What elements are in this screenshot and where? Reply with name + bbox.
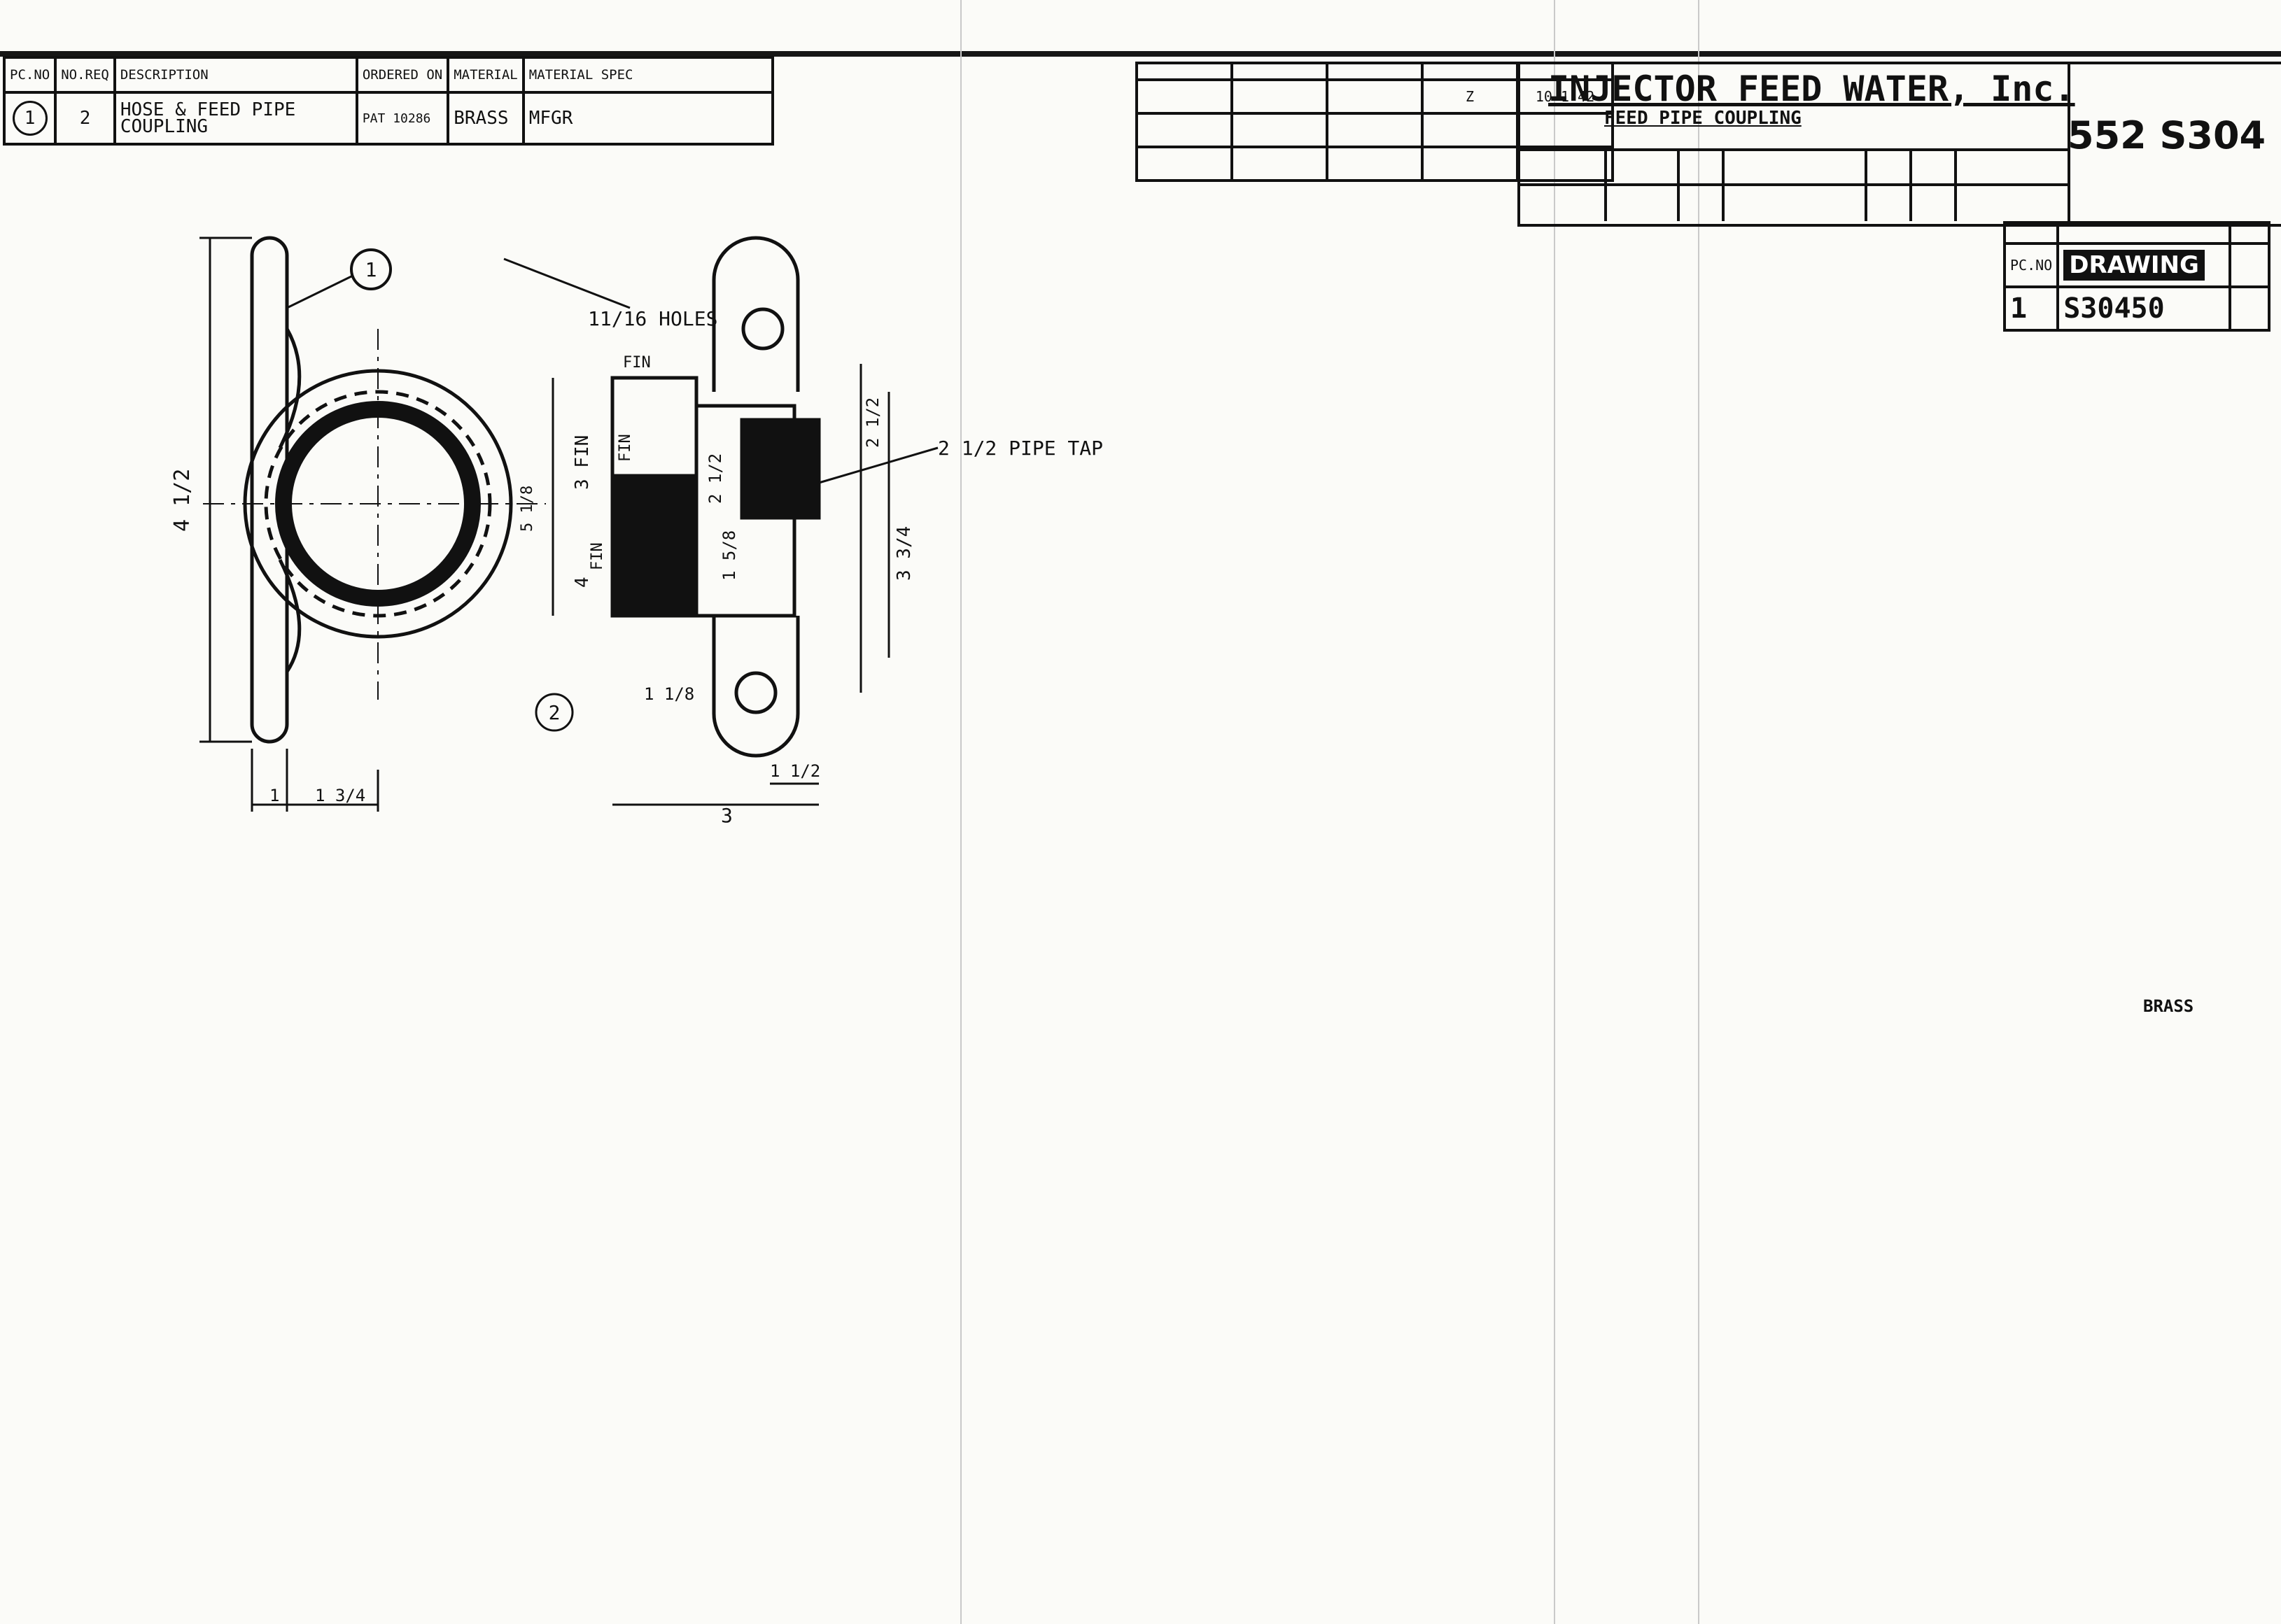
leader-line <box>286 275 352 309</box>
lower-lug <box>712 616 800 758</box>
hatched-section <box>610 474 699 618</box>
balloon-2 <box>535 693 574 732</box>
dimension-1-3-4: 1 3/4 <box>315 786 365 805</box>
balloon-1-label: 1 <box>365 258 377 281</box>
reference-drawing-label: DRAWING <box>2063 250 2205 281</box>
header-pc-no: PC.NO <box>2 56 57 94</box>
fold-line <box>1698 0 1699 1624</box>
upper-lug <box>712 236 800 392</box>
material-note: BRASS <box>2143 996 2194 1016</box>
fin-note-side-b: FIN <box>617 434 634 462</box>
fin-note-side-a: FIN <box>589 542 606 570</box>
pipe-tap-section <box>740 418 821 520</box>
web-line <box>278 558 302 673</box>
table-row: PC.NO DRAWING <box>2002 242 2271 288</box>
balloon-2-label: 2 <box>549 701 561 724</box>
revision-header <box>1135 62 1614 81</box>
leader-line <box>503 257 631 309</box>
reference-drawing-number: S30450 <box>2056 285 2232 332</box>
reference-header <box>2002 221 2271 245</box>
company-name: INJECTOR FEED WATER, Inc. <box>1548 69 2075 109</box>
drawing-number: 552 S304 <box>2068 113 2266 157</box>
fold-line <box>960 0 962 1624</box>
dimension-1-1-2: 1 1/2 <box>770 761 820 781</box>
revision-table: Z 10-1-42 <box>1135 62 1614 182</box>
ordered-on: PAT 10286 <box>355 91 450 146</box>
part-description: HOSE & FEED PIPE COUPLING <box>113 91 358 146</box>
header-material-spec: MATERIAL SPEC <box>521 56 774 94</box>
header-description: DESCRIPTION <box>113 56 358 94</box>
title-block: INJECTOR FEED WATER, Inc. FEED PIPE COUP… <box>1517 62 2075 227</box>
quantity: 2 <box>54 91 116 146</box>
table-row: 1 2 HOSE & FEED PIPE COUPLING PAT 10286 … <box>2 91 774 146</box>
header-ordered-on: ORDERED ON <box>355 56 450 94</box>
bolt-hole <box>734 671 778 714</box>
sheet-border-top <box>0 51 2281 57</box>
dimension-4: 4 <box>572 577 593 588</box>
signature-row <box>1520 148 2068 186</box>
holes-note: 11/16 HOLES <box>588 307 717 330</box>
header-no-req: NO.REQ <box>54 56 116 94</box>
dimension-3-fin: 3 FIN <box>572 435 593 490</box>
dimension-4-1-2: 4 1/2 <box>170 469 195 532</box>
dimension-5-1-8: 5 1/8 <box>519 486 536 532</box>
table-row: 1 S30450 <box>2002 285 2271 332</box>
fold-line <box>1554 0 1555 1624</box>
dimension-2-1-2-b: 2 1/2 <box>863 397 883 448</box>
web-line <box>278 327 302 449</box>
balloon-1 <box>350 248 392 290</box>
dimension-3: 3 <box>721 804 733 827</box>
parts-table: PC.NO NO.REQ DESCRIPTION ORDERED ON MATE… <box>2 56 774 146</box>
parts-table-header: PC.NO NO.REQ DESCRIPTION ORDERED ON MATE… <box>2 56 774 94</box>
drawing-title: FEED PIPE COUPLING <box>1604 108 1802 129</box>
fin-note-top: FIN <box>623 354 651 372</box>
part-number: 1 <box>12 101 48 136</box>
table-row <box>1135 112 1614 148</box>
table-row <box>1135 146 1614 182</box>
reference-table: PC.NO DRAWING 1 S30450 <box>2002 221 2271 332</box>
reference-pc-no: 1 <box>2002 285 2060 332</box>
dimension-1-5-8: 1 5/8 <box>720 530 739 581</box>
revision-letter: Z <box>1421 78 1519 115</box>
header-material: MATERIAL <box>447 56 525 94</box>
signature-row <box>1520 183 2068 221</box>
dimension-2-1-2-a: 2 1/2 <box>706 453 725 504</box>
leader-line <box>818 446 939 484</box>
dimension-1: 1 <box>269 786 279 805</box>
bolt-hole <box>741 307 785 351</box>
dimension-1-1-8: 1 1/8 <box>644 684 694 704</box>
material-spec: MFGR <box>521 91 774 146</box>
pipe-tap-note: 2 1/2 PIPE TAP <box>938 437 1103 460</box>
material: BRASS <box>447 91 525 146</box>
dimension-3-3-4: 3 3/4 <box>894 526 915 581</box>
reference-pc-no-label: PC.NO <box>2002 242 2060 288</box>
